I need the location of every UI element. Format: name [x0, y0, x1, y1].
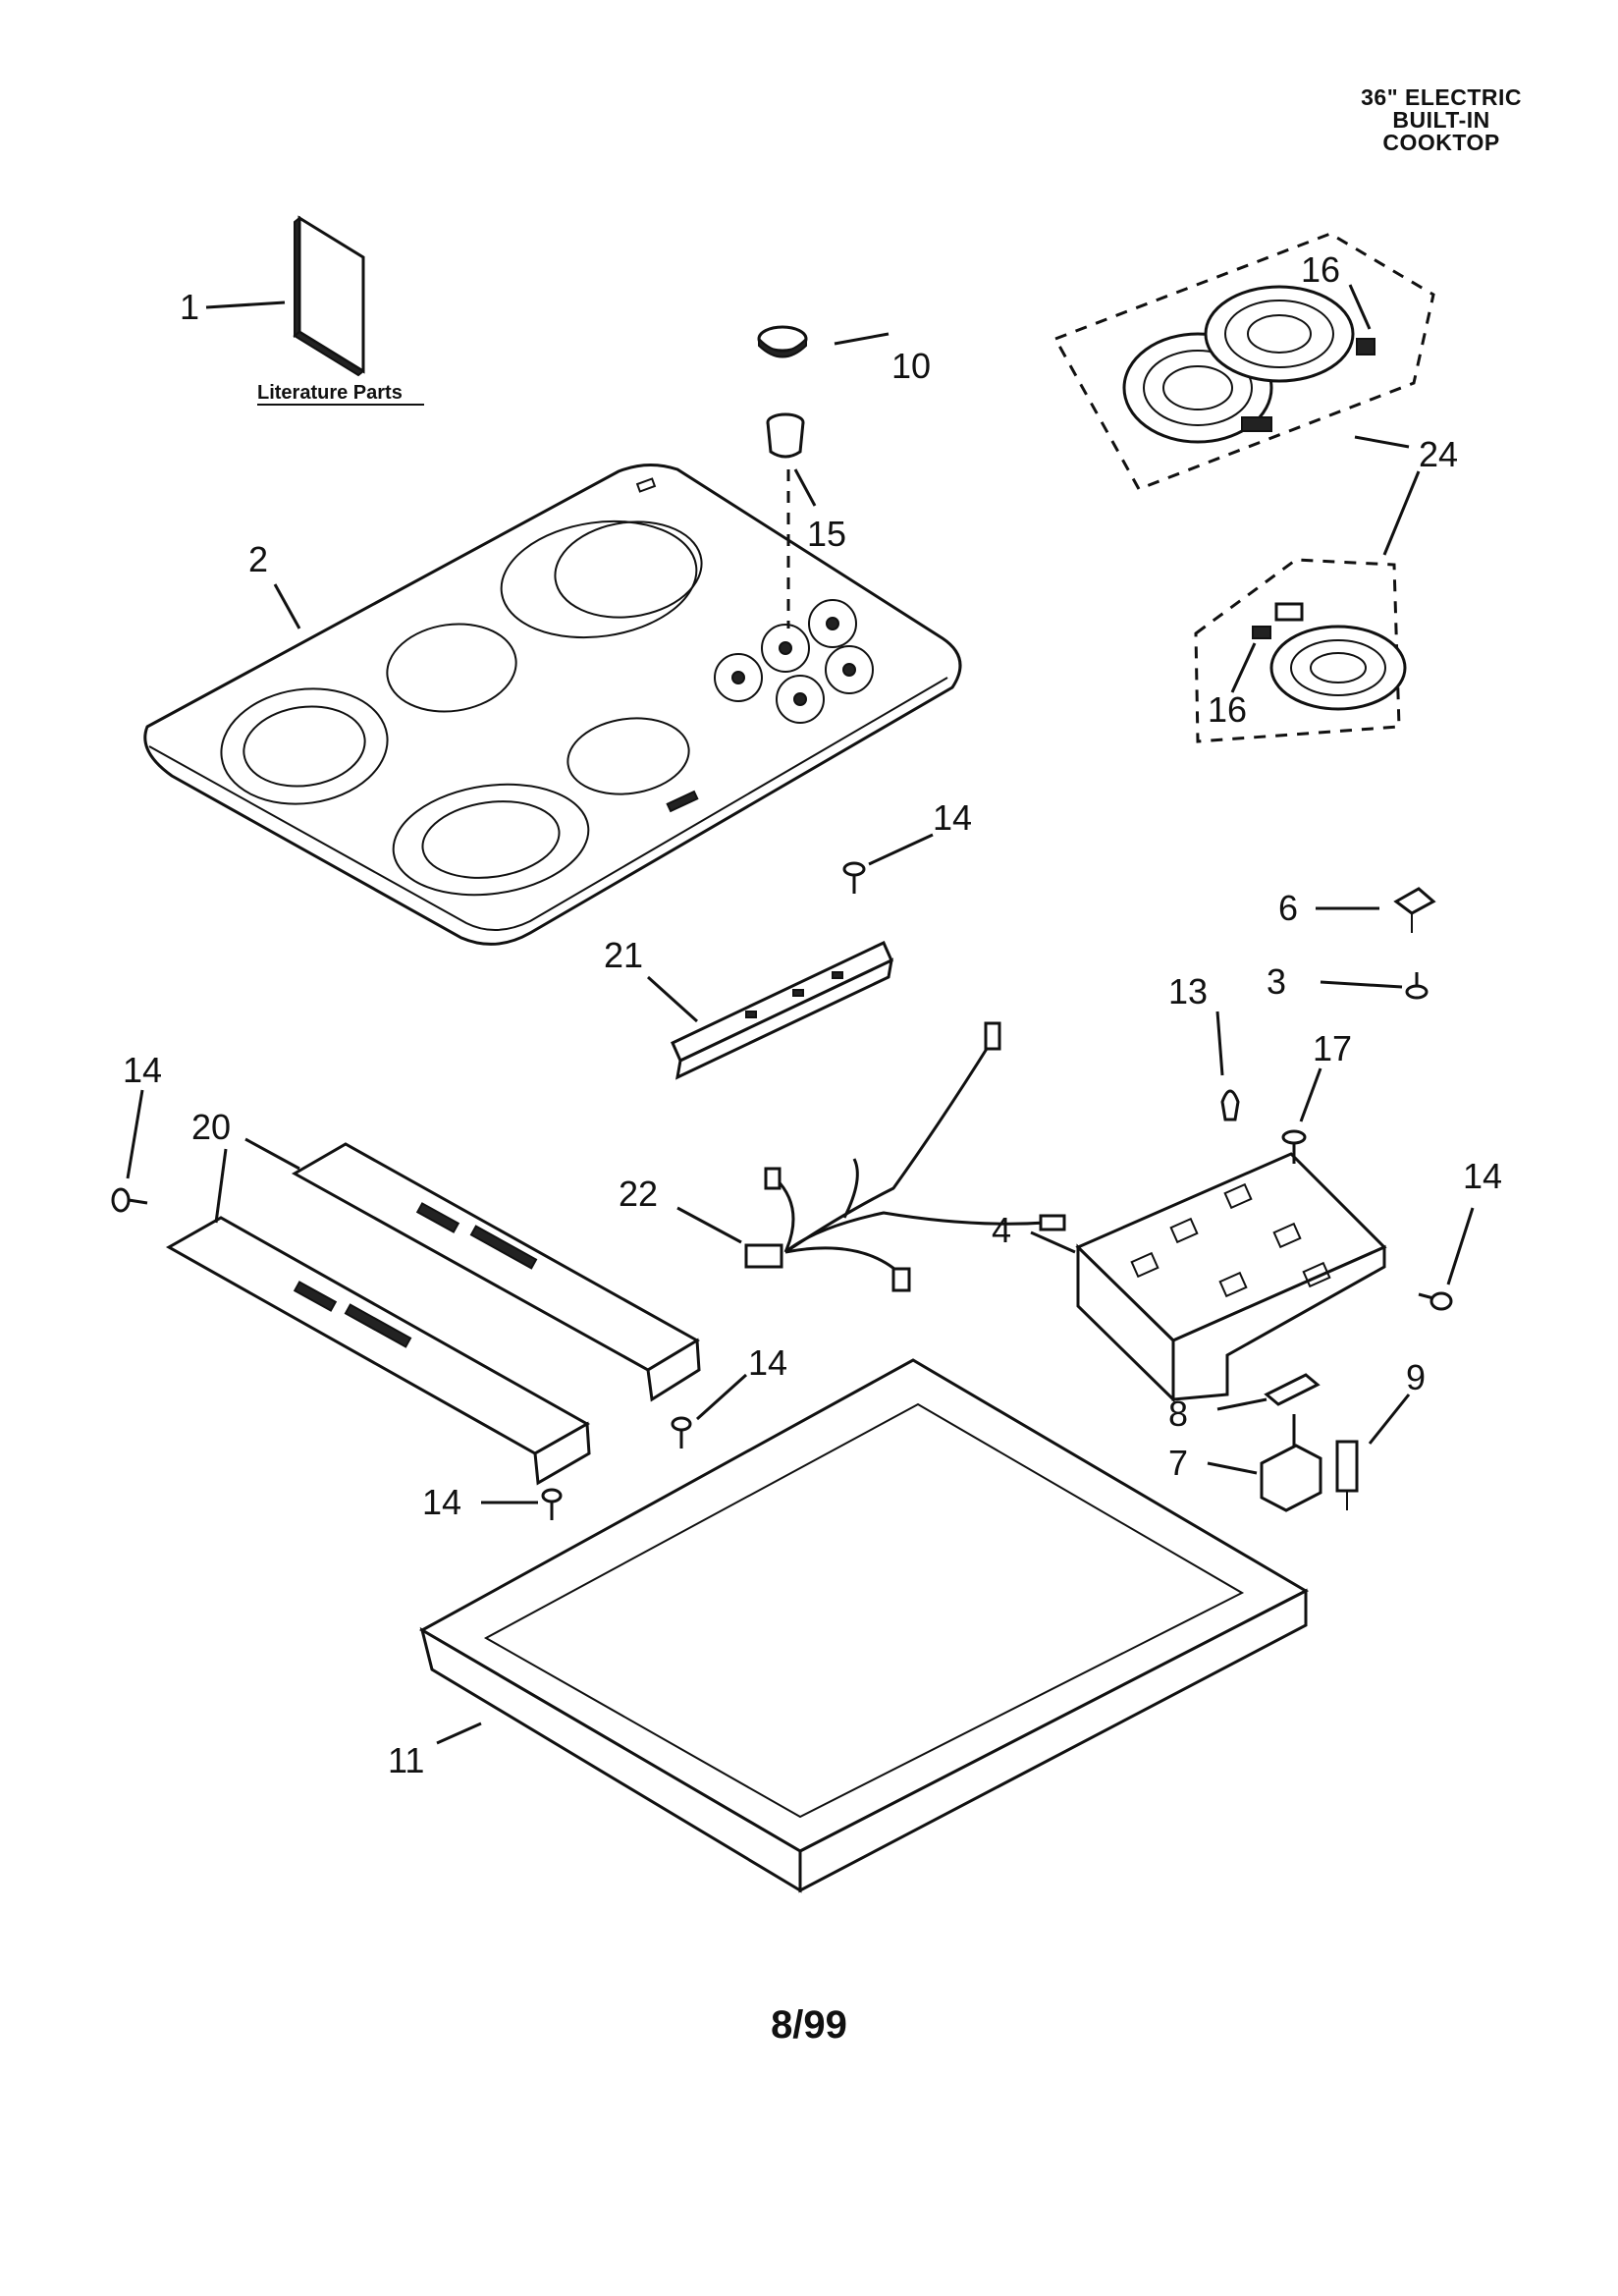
screw-3 [1405, 972, 1429, 1000]
control-box [1075, 1152, 1387, 1403]
switch-plate [1264, 1373, 1321, 1406]
callout-21: 21 [604, 935, 643, 975]
callout-15: 15 [807, 514, 846, 554]
pilot-pin [1335, 1440, 1359, 1510]
callout-22: 22 [619, 1174, 658, 1214]
cooktop-glass-top [143, 464, 962, 946]
knob-bezel [766, 412, 805, 459]
callout-3: 3 [1267, 961, 1286, 1002]
screw-14-right [1418, 1291, 1453, 1311]
literature-parts-label: Literature Parts [257, 382, 403, 404]
date-code: 8/99 [771, 2003, 847, 2047]
screw-14-left [111, 1187, 148, 1213]
header-line-2: BUILT-IN [1392, 107, 1490, 133]
callout-20: 20 [191, 1107, 231, 1147]
callout-16-top: 16 [1301, 249, 1340, 290]
callout-13: 13 [1168, 971, 1208, 1011]
callout-4: 4 [992, 1210, 1011, 1250]
large-surface-elements [1122, 285, 1375, 444]
infinite-switch [1260, 1414, 1322, 1512]
callout-8: 8 [1168, 1394, 1188, 1434]
leader-lines [126, 284, 1475, 1745]
control-knob [757, 325, 808, 358]
cooktop-frame [418, 1358, 1310, 1893]
literature-booklet [293, 215, 365, 377]
screw-14-top [842, 861, 866, 894]
screw-17 [1281, 1129, 1307, 1164]
front-side-rail [165, 1216, 591, 1486]
callout-14-left: 14 [123, 1050, 162, 1090]
callout-14-bottom: 14 [422, 1482, 461, 1522]
header-line-3: COOKTOP [1382, 130, 1500, 155]
grommet [1220, 1089, 1240, 1121]
rear-side-rail [291, 1142, 701, 1402]
screw-14-bottom [541, 1488, 563, 1520]
callout-2: 2 [248, 539, 268, 579]
callout-9: 9 [1406, 1357, 1426, 1397]
callout-14-top: 14 [933, 797, 972, 838]
callout-6: 6 [1278, 888, 1298, 928]
callout-7: 7 [1168, 1443, 1188, 1483]
callout-1: 1 [180, 287, 199, 327]
callout-24: 24 [1419, 434, 1458, 474]
wiring-harness [744, 1021, 1066, 1292]
callout-14-right: 14 [1463, 1156, 1502, 1196]
callout-17: 17 [1313, 1028, 1352, 1068]
header-line-1: 36" ELECTRIC [1361, 84, 1522, 110]
small-surface-element [1252, 602, 1407, 711]
diagram-header: 36" ELECTRIC BUILT-IN COOKTOP [1361, 86, 1522, 154]
mounting-clip [1393, 887, 1436, 933]
large-element-kit-outline [1052, 232, 1435, 491]
callout-14-mid: 14 [748, 1342, 787, 1383]
callout-10: 10 [891, 346, 931, 386]
callout-11: 11 [388, 1740, 424, 1780]
callout-16-bottom: 16 [1208, 689, 1247, 730]
screw-14-mid [671, 1416, 692, 1449]
front-bracket [671, 940, 893, 1080]
